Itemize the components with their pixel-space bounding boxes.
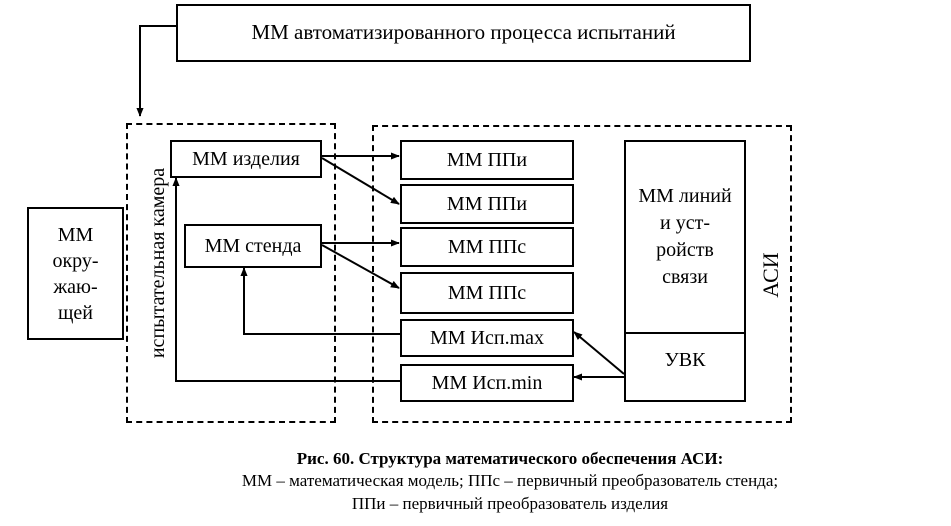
asi-label: АСИ [758, 252, 783, 298]
comm-lines-label: ММ линий и уст- ройств связи [638, 185, 732, 288]
ppc-box-2: ММ ППс [400, 272, 574, 314]
uvk-box: УВК [624, 332, 746, 402]
arrow-uvk-to-exec-max [573, 331, 625, 375]
product-model-label: ММ изделия [192, 147, 300, 170]
arrow-exec-max-to-stand [240, 267, 400, 335]
arrow-exec-min-to-product [172, 177, 400, 382]
environment-model-label: ММ окру- жаю- щей [52, 223, 99, 324]
process-model-label: ММ автоматизированного процесса испытани… [251, 20, 676, 45]
asi-region [372, 125, 792, 423]
ppc-label-1: ММ ППс [447, 235, 527, 258]
figure-caption-line-2: ППи – первичный преобразователь изделия [351, 494, 669, 513]
figure-caption-line-1: ММ – математическая модель; ППс – первич… [241, 471, 779, 490]
exec-max-label: ММ Исп.max [429, 326, 545, 349]
exec-min-label: ММ Исп.min [431, 371, 543, 394]
stand-model-label: ММ стенда [204, 234, 302, 257]
environment-model-box: ММ окру- жаю- щей [27, 207, 124, 340]
ppi-box-2: ММ ППи [400, 184, 574, 224]
comm-lines-box: ММ линий и уст- ройств связи [624, 140, 746, 334]
process-model-box: ММ автоматизированного процесса испытани… [176, 4, 751, 62]
product-model-box: ММ изделия [170, 140, 322, 178]
ppi-label-1: ММ ППи [446, 148, 528, 171]
ppc-box-1: ММ ППс [400, 227, 574, 267]
ppi-label-2: ММ ППи [446, 192, 528, 215]
arrow-process-to-chamber [136, 25, 176, 117]
exec-max-box: ММ Исп.max [400, 319, 574, 357]
test-chamber-region [126, 123, 336, 423]
ppi-box-1: ММ ППи [400, 140, 574, 180]
uvk-label: УВК [664, 349, 706, 371]
ppc-label-2: ММ ППс [447, 281, 527, 304]
exec-min-box: ММ Исп.min [400, 364, 574, 402]
test-chamber-label: испытательная камера [147, 167, 169, 359]
figure-caption-title: Рис. 60. Структура математического обесп… [296, 449, 724, 468]
stand-model-box: ММ стенда [184, 224, 322, 268]
